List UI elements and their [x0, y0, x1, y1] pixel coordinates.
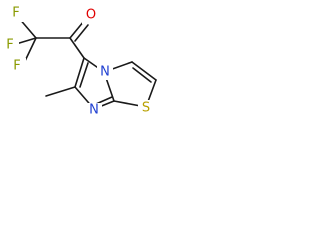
bond-c3-c2-double	[132, 67, 152, 83]
bond-c5-c6-double	[79, 62, 89, 88]
atom-n-ring: N	[89, 103, 99, 118]
bond-carbonyl-o-2	[74, 24, 89, 42]
bond-c5-c6	[74, 57, 85, 88]
atom-s: S	[142, 101, 150, 116]
bond-carbonyl-o-1	[69, 20, 85, 39]
bond-n7-c7a-double	[95, 96, 113, 105]
bond-carbonyl-c5	[69, 37, 85, 59]
bond-cf3-f2	[15, 37, 37, 45]
bonds	[15, 16, 157, 110]
structure-diagram: F F F O N N S	[3, 4, 157, 118]
bond-c3-c2	[131, 61, 157, 81]
bond-cf3-f3	[24, 37, 37, 62]
atom-o: O	[86, 8, 96, 23]
atom-n-bridge: N	[100, 65, 110, 80]
atom-labels: F F F O N N S	[3, 4, 154, 118]
atom-f2: F	[6, 38, 13, 53]
atom-f3: F	[13, 59, 20, 74]
atom-f1: F	[12, 6, 19, 21]
bond-c6-methyl	[45, 86, 76, 97]
